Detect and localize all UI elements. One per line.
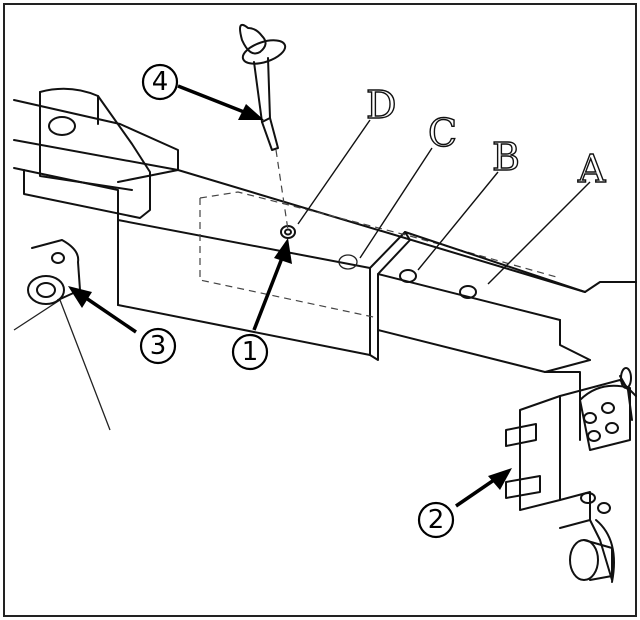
pivot-tube xyxy=(27,239,81,305)
hole-c xyxy=(338,254,358,270)
callout-number: 4 xyxy=(152,67,169,97)
callout-1: 1 xyxy=(231,333,269,371)
clevis-hitch xyxy=(505,367,637,583)
hole-label-a: A xyxy=(577,147,606,191)
frame-border xyxy=(3,3,637,617)
callout-4: 4 xyxy=(141,63,179,101)
frame-bracket xyxy=(13,87,179,431)
callout-arrows xyxy=(68,84,512,508)
hitch-pin xyxy=(239,24,289,231)
hole-a xyxy=(459,285,477,299)
callout-number: 3 xyxy=(150,331,167,361)
outer-drawbar xyxy=(117,169,586,361)
hole-label-c: C xyxy=(428,111,457,155)
hole-letter-labels: A B C D xyxy=(297,82,607,285)
hole-b xyxy=(399,269,417,283)
callout-2: 2 xyxy=(417,501,455,539)
hole-label-b: B xyxy=(492,135,520,179)
callout-3: 3 xyxy=(139,327,177,365)
hole-label-d: D xyxy=(366,83,396,127)
callout-number: 2 xyxy=(428,505,445,535)
callout-number: 1 xyxy=(242,337,259,367)
